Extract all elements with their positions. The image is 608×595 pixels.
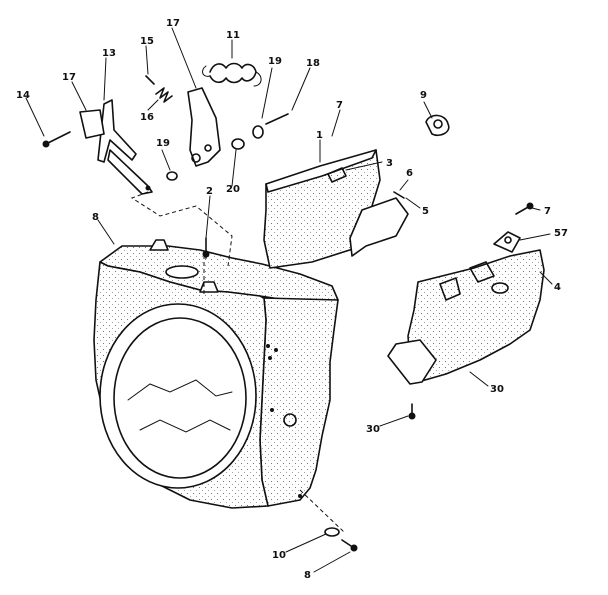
callout-6: 6 <box>406 168 413 179</box>
callout-57: 57 <box>554 228 568 239</box>
callout-15: 15 <box>140 36 154 47</box>
governor-bracket <box>79 99 153 195</box>
callout-9: 9 <box>420 90 427 101</box>
small-hardware <box>42 75 534 552</box>
callout-19: 19 <box>156 138 170 149</box>
governor-lever <box>187 87 221 167</box>
blower-housing <box>93 239 345 533</box>
callout-3: 3 <box>386 158 393 169</box>
callout-1: 1 <box>316 130 323 141</box>
governor-spring <box>202 62 262 87</box>
callout-20: 20 <box>226 184 240 195</box>
callout-8: 8 <box>304 570 311 581</box>
callout-16: 16 <box>140 112 154 123</box>
air-guide <box>263 149 409 269</box>
callout-7: 7 <box>336 100 343 111</box>
callout-30: 30 <box>490 384 504 395</box>
callout-13: 13 <box>102 48 116 59</box>
callout-2: 2 <box>206 186 213 197</box>
callout-14: 14 <box>16 90 30 101</box>
linkage-leaders <box>130 191 233 267</box>
callout-7: 7 <box>544 206 551 217</box>
cylinder-baffle <box>387 249 545 385</box>
callout-numbers: 14 17 13 15 17 11 19 18 16 19 20 7 1 9 3… <box>16 18 568 581</box>
leader-lines <box>25 27 553 573</box>
link-spring <box>155 87 173 103</box>
callout-19: 19 <box>268 56 282 67</box>
callout-10: 10 <box>272 550 286 561</box>
callout-30: 30 <box>366 424 380 435</box>
callout-8: 8 <box>92 212 99 223</box>
callout-4: 4 <box>554 282 561 293</box>
callout-18: 18 <box>306 58 320 69</box>
callout-11: 11 <box>226 30 240 41</box>
callout-5: 5 <box>422 206 429 217</box>
callout-17: 17 <box>166 18 180 29</box>
callout-17: 17 <box>62 72 76 83</box>
